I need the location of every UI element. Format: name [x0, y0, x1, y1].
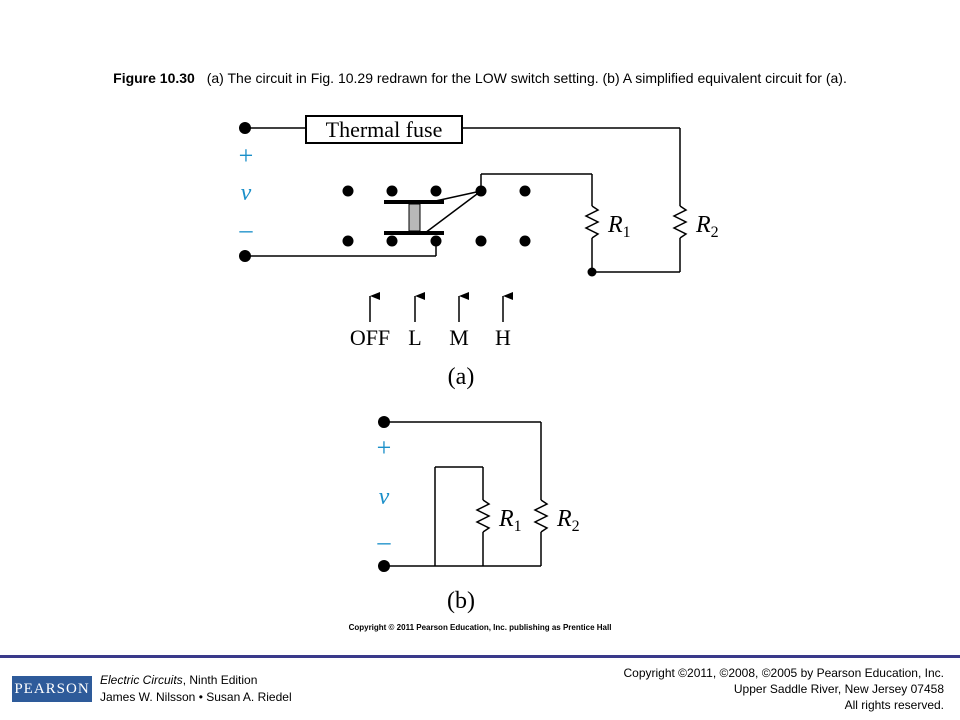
voltage-label-a: v [241, 180, 252, 206]
contact-l-bottom [386, 235, 398, 247]
diagram-a [245, 115, 688, 273]
terminals-b [378, 416, 390, 572]
resistor-r2-b [533, 499, 549, 533]
contact-m-bottom [475, 235, 487, 247]
position-label-l: L [408, 325, 421, 350]
book-info: Electric Circuits, Ninth Edition James W… [100, 672, 292, 706]
contact-m-top [475, 185, 487, 197]
contact-h-bottom [519, 235, 531, 247]
part-label-a: (a) [448, 364, 475, 390]
resistor-r1-a [584, 205, 600, 239]
footer-divider [0, 655, 960, 658]
contact-l-top [386, 185, 398, 197]
r1-label-a: R1 [607, 212, 631, 241]
part-label-b: (b) [447, 588, 475, 614]
figure-caption-text: (a) The circuit in Fig. 10.29 redrawn fo… [206, 70, 847, 86]
resistor-r1-b [475, 499, 491, 533]
contact-h-top [519, 185, 531, 197]
thermal-fuse-box [305, 115, 463, 144]
junction-a-bottom-right [587, 267, 597, 277]
switch-shaft [408, 203, 421, 232]
switch-position-arrows [369, 292, 513, 322]
contact-off-top [342, 185, 354, 197]
figure-caption: Figure 10.30 (a) The circuit in Fig. 10.… [0, 70, 960, 86]
figure-copyright: Copyright © 2011 Pearson Education, Inc.… [348, 623, 612, 632]
figure-label: Figure 10.30 [113, 70, 195, 86]
position-label-h: H [495, 325, 511, 350]
voltage-label-b: v [379, 484, 390, 510]
book-authors: James W. Nilsson • Susan A. Riedel [100, 690, 292, 704]
switch-contact-lower [424, 190, 482, 234]
terminal-b-bottom [378, 560, 390, 572]
book-title-line: Electric Circuits, Ninth Edition [100, 672, 292, 689]
polarity-minus-a: – [239, 215, 254, 244]
r2-label-b: R2 [556, 506, 580, 535]
copyright-line-1: Copyright ©2011, ©2008, ©2005 by Pearson… [623, 666, 944, 680]
contact-off-bottom [342, 235, 354, 247]
diagram-b [384, 421, 549, 567]
polarity-plus-b: + [377, 433, 392, 462]
terminal-a-bottom [239, 250, 251, 262]
polarity-minus-b: – [377, 527, 392, 556]
book-edition: , Ninth Edition [182, 673, 258, 687]
terminal-b-top [378, 416, 390, 428]
pearson-logo: PEARSON [12, 676, 92, 702]
publisher-copyright: Copyright ©2011, ©2008, ©2005 by Pearson… [623, 665, 944, 713]
polarity-plus-a: + [239, 141, 254, 170]
r1-label-b: R1 [498, 506, 522, 535]
switch-contact-upper [430, 190, 482, 203]
position-label-m: M [449, 325, 469, 350]
contact-l2-bottom [430, 235, 442, 247]
terminals-and-contacts-a [239, 122, 597, 277]
resistor-r2-a [672, 205, 688, 239]
book-title: Electric Circuits [100, 673, 183, 687]
r2-label-a: R2 [695, 212, 719, 241]
contact-l2-top [430, 185, 442, 197]
copyright-line-2: Upper Saddle River, New Jersey 07458 [733, 682, 944, 696]
copyright-line-3: All rights reserved. [844, 698, 944, 712]
terminal-a-top [239, 122, 251, 134]
position-label-off: OFF [350, 325, 390, 350]
thermal-fuse-label: Thermal fuse [326, 117, 443, 142]
